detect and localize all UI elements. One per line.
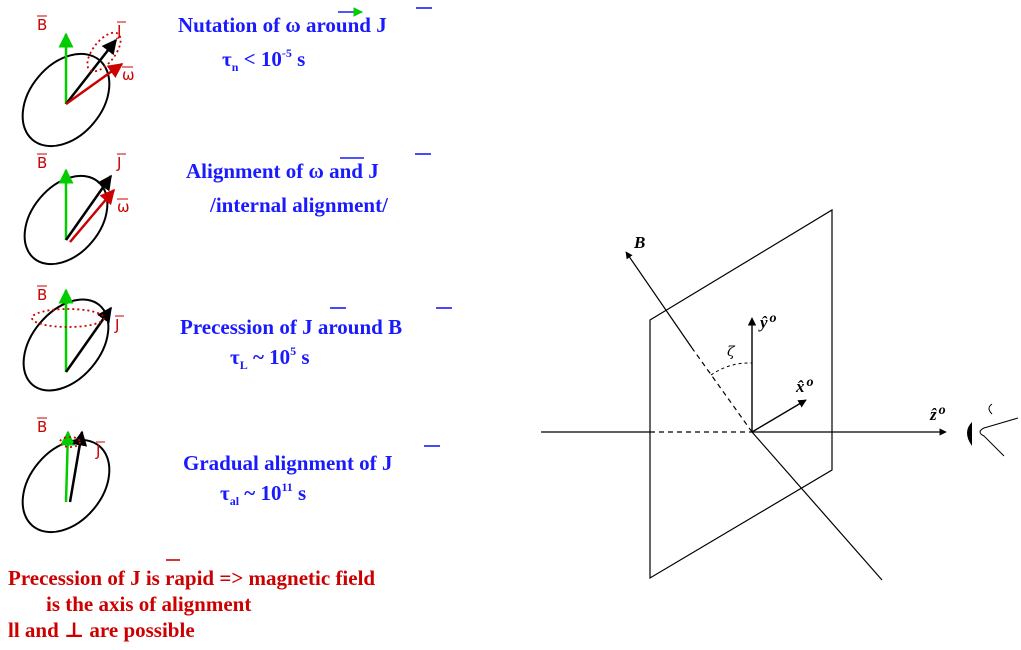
B-label: B (37, 154, 47, 172)
eye-icon (967, 403, 1019, 457)
conclusion-line1: Precession of J is rapid => magnetic fie… (8, 566, 375, 590)
row2-subtitle: /internal alignment/ (209, 193, 389, 217)
J-vector (64, 306, 113, 373)
B-axis-hidden (691, 347, 753, 433)
row3-title: Precession of J around B (180, 315, 402, 339)
precession-cone (31, 308, 105, 328)
omega-label: ω (117, 198, 130, 216)
row3-timescale: τL ~ 105 s (230, 344, 310, 372)
B-vector (60, 430, 76, 503)
J-vector (65, 38, 117, 105)
J-label: J (114, 316, 119, 334)
B-label: B (37, 286, 47, 304)
row2-title: Alignment of ω and J (186, 159, 379, 183)
x-hat-label: x̂o (795, 375, 814, 396)
precession-cone (59, 436, 81, 448)
row4-diagram: B J (21, 417, 111, 534)
row1-diagram: B J ω (21, 15, 135, 148)
conclusion-line2: is the axis of alignment (46, 592, 251, 616)
B-label: B (37, 16, 47, 34)
B-label: B (37, 418, 47, 436)
omega-label: ω (122, 66, 135, 84)
row1-text: Nutation of ω around J τn < 10-5 s (178, 7, 432, 74)
J-label: J (116, 22, 121, 40)
row2-diagram: B J ω (23, 153, 130, 266)
J-label: J (95, 442, 100, 460)
nutation-cone (86, 31, 122, 73)
sky-plane (649, 208, 833, 580)
B-axis (625, 251, 693, 349)
row1-title: Nutation of ω around J (178, 13, 387, 37)
B-axis-label: B (633, 233, 645, 252)
omega-vector (65, 62, 124, 106)
zeta-arc (710, 362, 753, 376)
conclusion: Precession of J is rapid => magnetic fie… (8, 559, 375, 642)
x-axis (751, 399, 807, 433)
row4-title: Gradual alignment of J (183, 451, 392, 475)
row4-text: Gradual alignment of J τal ~ 1011 s (183, 445, 440, 508)
J-label: J (116, 154, 121, 172)
row3-text: Precession of J around B τL ~ 105 s (180, 307, 452, 372)
J-vector (64, 174, 113, 241)
zeta-label: ζ (727, 344, 736, 360)
row2-text: Alignment of ω and J /internal alignment… (186, 153, 431, 217)
B-axis-lower (751, 431, 883, 581)
omega-vector (69, 188, 115, 243)
conclusion-line3: ll and ⊥ are possible (8, 618, 195, 642)
grain-ellipse (21, 438, 111, 534)
row3-diagram: B J (22, 285, 124, 392)
row4-timescale: τal ~ 1011 s (220, 480, 306, 508)
row1-timescale: τn < 10-5 s (222, 46, 305, 74)
